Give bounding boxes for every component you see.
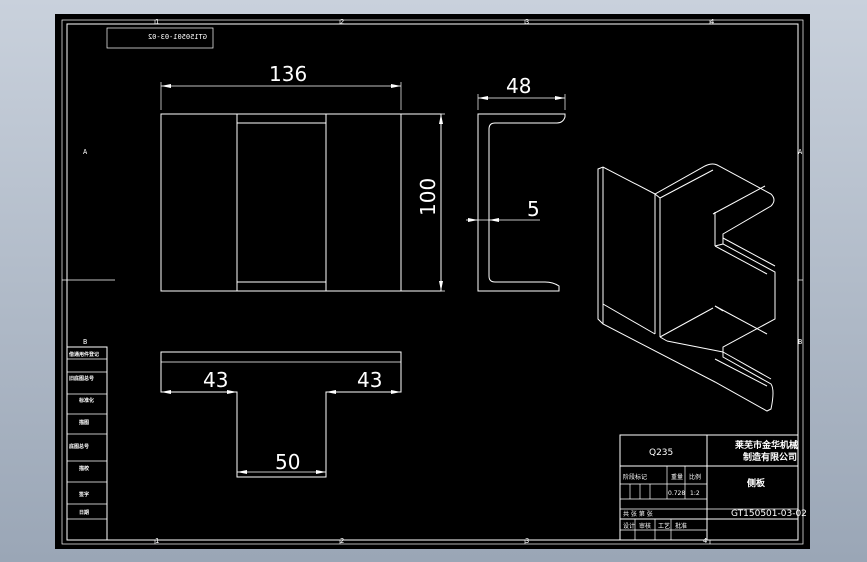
dim-flange-48: 48 [506,74,531,98]
outer-border [61,19,804,545]
zone-bottom-4: 4 [703,537,707,545]
zone-top-3: 3 [525,18,529,26]
part-weight: 0.728 [668,490,685,497]
zone-top-1: 1 [155,18,159,26]
sheet-info: 共 张 第 张 [623,510,653,518]
dim-height-100: 100 [416,178,440,216]
side-registration-table: 借通用件登记 旧底图总号 标准化 描图 底图总号 描校 签字 日期 [66,346,108,541]
zone-top-4: 4 [710,18,714,26]
mirrored-number-box [106,27,214,49]
zone-bottom-2: 2 [340,537,344,545]
header-scale: 比例 [689,473,701,481]
row-label-process: 工艺 [658,522,670,530]
side-label-0: 借通用件登记 [68,351,99,358]
dim-right-43: 43 [357,368,382,392]
row-label-approve: 批准 [675,522,687,530]
zone-top-2: 2 [340,18,344,26]
side-label-4: 底图总号 [68,443,89,450]
row-label-review: 审核 [639,522,651,530]
side-label-2: 标准化 [78,397,94,404]
zone-left-a: A [83,148,88,156]
side-label-5: 描校 [78,465,90,472]
header-weight: 重量 [671,473,683,481]
dim-thickness-5: 5 [527,197,540,221]
mirrored-drawing-number: GT150501-03-02 [148,33,207,41]
zone-right-a: A [798,148,803,156]
zone-right-b: B [798,338,802,346]
side-label-7: 日期 [79,509,89,516]
dim-left-43: 43 [203,368,228,392]
dim-width-136: 136 [269,62,307,86]
side-view: 48 5 [466,74,566,292]
part-name: 侧板 [747,477,766,489]
dim-bottom-50: 50 [275,450,300,474]
side-label-6: 签字 [78,491,89,498]
row-label-design: 设计 [623,522,635,530]
material-label: Q235 [649,448,673,458]
header-stage-marks: 阶段标记 [623,473,647,481]
front-view: 136 100 [160,62,445,292]
drawing-number: GT150501-03-02 [731,509,807,519]
cad-drawing-sheet: 1 2 3 4 1 2 3 4 A B A B GT150501-03-02 1… [55,14,810,549]
drawing-scale: 1:2 [690,490,700,497]
company-name-line1: 莱芜市金华机械 [735,439,798,451]
zone-bottom-1: 1 [155,537,159,545]
side-label-1: 旧底图总号 [69,375,94,382]
side-label-3: 描图 [78,419,89,426]
zone-bottom-3: 3 [525,537,529,545]
title-block: Q235 莱芜市金华机械 制造有限公司 阶段标记 重量 比例 0.728 1:2… [619,434,807,541]
drawing-svg: 1 2 3 4 1 2 3 4 A B A B GT150501-03-02 1… [61,18,807,545]
developed-view: 43 43 50 [160,351,402,478]
inner-frame [66,23,799,541]
company-name-line2: 制造有限公司 [743,451,797,463]
isometric-view [597,163,776,412]
zone-left-b: B [83,338,87,346]
